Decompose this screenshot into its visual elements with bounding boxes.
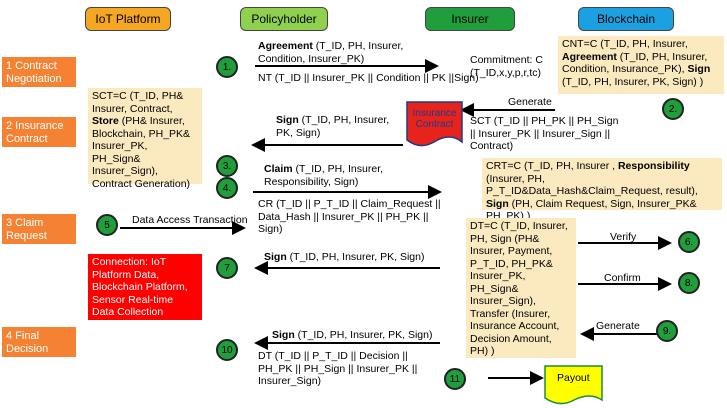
commitment-message: Commitment: C (T_ID,x,y,p,r,tc) [470, 54, 543, 79]
step-5-circle: 5 [96, 214, 118, 236]
dt-message: DT (T_ID || P_T_ID || Decision || PH_PK … [258, 350, 418, 387]
generate-message-2: Generate [596, 320, 640, 332]
payout-document [544, 365, 603, 405]
dt-note: DT=C (T_ID, Insurer, PH, Sign (PH& Insur… [466, 218, 576, 358]
stage-claim-request: 3 Claim Request [2, 214, 76, 244]
agreement-message: Agreement (T_ID, PH, Insurer, Condition,… [258, 40, 404, 65]
cnt-note: CNT=C (T_ID, PH, Insurer, Agreement (T_I… [558, 36, 724, 94]
insurance-contract-document [406, 101, 463, 147]
stage-final-decision: 4 Final Decision [2, 327, 76, 357]
connection-note: Connection: IoT Platform Data, Blockchai… [88, 254, 202, 320]
blockchain-header: Blockchain [578, 7, 674, 31]
step-3-circle: 3. [216, 155, 238, 177]
stage-contract-negotiation: 1 Contract Negotiation [2, 57, 76, 87]
insurance-contract-label: Insurance Contract [412, 108, 457, 130]
nt-message: NT (T_ID || Insurer_PK || Condition || P… [258, 72, 479, 84]
step-9-circle: 9. [656, 320, 678, 342]
step-10-circle: 10 [216, 339, 238, 361]
insurer-header: Insurer [425, 7, 515, 31]
sct-hash-message: SCT (T_ID || PH_PK || PH_Sign || Insurer… [470, 115, 619, 152]
confirm-message: Confirm [604, 272, 641, 284]
step-1-circle: 1. [216, 56, 238, 78]
step-4-circle: 4. [216, 177, 238, 199]
data-access-message: Data Access Transaction [132, 214, 248, 226]
step-6-circle: 6. [678, 231, 700, 253]
step-7-circle: 7 [216, 257, 238, 279]
sign-decision-message: Sign (T_ID, PH, Insurer, PK, Sign) [272, 329, 433, 341]
cr-message: CR (T_ID || P_T_ID || Claim_Request || D… [258, 198, 441, 235]
payout-label: Payout [557, 372, 590, 384]
sign-contract-message: Sign (T_ID, PH, Insurer, PK, Sign) [276, 114, 390, 139]
claim-message: Claim (T_ID, PH, Insurer, Responsibility… [264, 163, 384, 188]
sct-note: SCT=C (T_ID, PH& Insurer, Contract, Stor… [88, 88, 202, 190]
crt-note: CRT=C (T_ID, PH, Insurer , Responsibilit… [482, 158, 722, 222]
stage-insurance-contract: 2 Insurance Contract [2, 117, 76, 147]
generate-message-1: Generate [508, 96, 552, 108]
iot-platform-header: IoT Platform [85, 7, 171, 31]
step-2-circle: 2. [662, 98, 684, 120]
sign-claim-message: Sign (T_ID, PH, Insurer, PK, Sign) [264, 251, 425, 263]
step-11-circle: 11 [444, 368, 466, 390]
policyholder-header: Policyholder [240, 7, 328, 31]
verify-message: Verify [610, 231, 637, 243]
step-8-circle: 8. [678, 272, 700, 294]
